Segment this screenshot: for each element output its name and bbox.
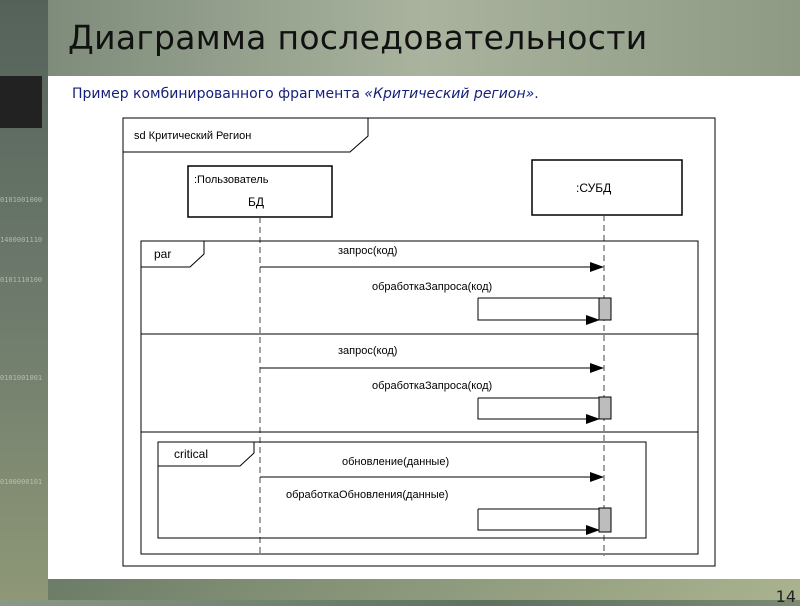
self-call-arrow (477, 298, 600, 325)
lifeline-dbms-box (531, 159, 683, 216)
message-label: обработкаОбновления(данные) (286, 489, 448, 501)
message-label: запрос(код) (338, 345, 397, 357)
message-label: обновление(данные) (342, 456, 449, 468)
par-fragment (140, 240, 699, 555)
critical-fragment-tab (158, 442, 255, 467)
sd-frame (122, 117, 716, 567)
binary-text: 0100000101 (0, 478, 43, 486)
message-label: обработкаЗапроса(код) (372, 281, 492, 293)
slide-subtitle: Пример комбинированного фрагмента «Крити… (72, 86, 539, 102)
subtitle-text: Пример комбинированного фрагмента (72, 86, 365, 102)
title-band (48, 0, 800, 76)
message-label: обработкаЗапроса(код) (372, 380, 492, 392)
subtitle-italic: «Критический регион» (364, 86, 535, 102)
sd-frame-tab (123, 118, 369, 153)
binary-text: 1400001110 (0, 236, 43, 244)
par-fragment-label: par (154, 247, 171, 261)
self-call-arrow (477, 398, 600, 424)
message-label: запрос(код) (338, 245, 397, 257)
binary-text: 0101001000 (0, 196, 43, 204)
binary-text: 0101001001 (0, 374, 43, 382)
activation-bar (598, 507, 612, 533)
dark-decor-block (0, 76, 42, 128)
lifeline-user-box (187, 165, 333, 218)
lifeline-user-label: :Пользователь (194, 174, 269, 186)
subtitle-suffix: . (534, 86, 539, 102)
slide-title: Диаграмма последовательности (68, 18, 648, 57)
activation-bar (598, 396, 612, 420)
par-fragment-tab (141, 241, 205, 268)
activation-bar (598, 297, 612, 321)
lifeline-user-label-2: БД (248, 195, 264, 209)
critical-fragment (157, 441, 647, 539)
sd-frame-label: sd Критический Регион (134, 130, 251, 142)
self-call-arrow (477, 509, 600, 535)
lifeline-dbms-label: :СУБД (576, 181, 611, 195)
binary-text: 0101110100 (0, 276, 43, 284)
page-number: 14 (775, 587, 796, 606)
critical-fragment-label: critical (174, 447, 208, 461)
